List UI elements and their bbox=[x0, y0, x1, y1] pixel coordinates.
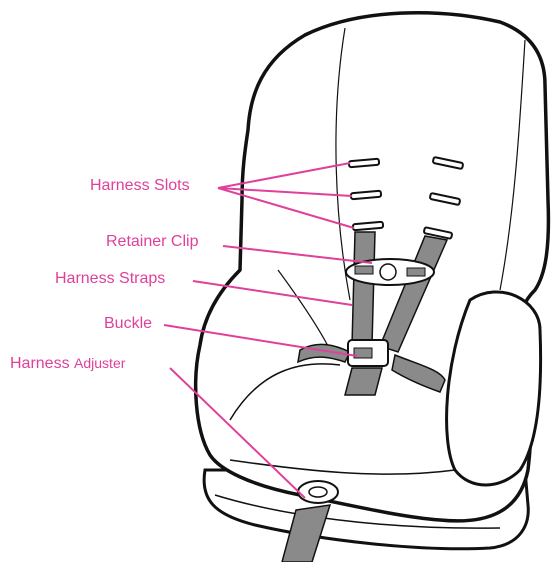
seat-side-wing bbox=[447, 292, 541, 485]
label-harness-slots: Harness Slots bbox=[90, 178, 190, 194]
retainer-clip bbox=[346, 259, 434, 285]
label-harness-straps: Harness Straps bbox=[55, 271, 165, 287]
label-retainer-clip: Retainer Clip bbox=[106, 234, 198, 250]
label-harness-adjuster: Harness Adjuster bbox=[10, 356, 125, 372]
label-buckle: Buckle bbox=[104, 316, 152, 332]
label-harness-adjuster-first: Harness bbox=[10, 355, 70, 372]
label-harness-adjuster-second: Adjuster bbox=[74, 355, 125, 371]
